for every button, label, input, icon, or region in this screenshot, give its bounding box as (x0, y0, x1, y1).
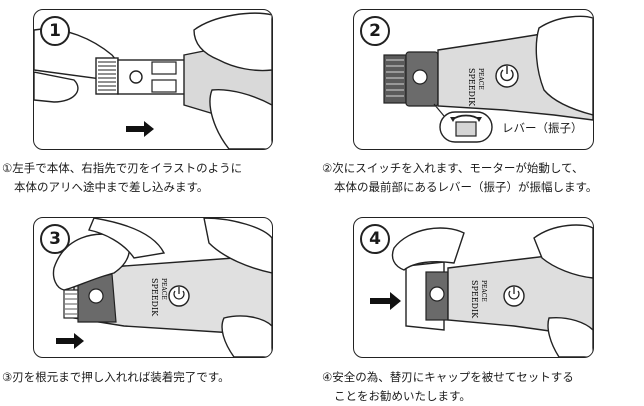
step-1-number-badge: 1 (40, 16, 70, 46)
caption-line: ①左手で本体、右指先で刃をイラストのように (2, 161, 243, 175)
step-2-number-badge: 2 (360, 16, 390, 46)
step-1-illustration-panel: 1 (33, 9, 273, 150)
step-3-illustration-panel: SPEEDIK PEACE 3 (33, 217, 273, 358)
caption-line: ④安全の為、替刃にキャップを被せてセットする (322, 370, 574, 384)
step-4-number-badge: 4 (360, 224, 390, 254)
step-4-caption: ④安全の為、替刃にキャップを被せてセットする ことをお勧めいたします。 (322, 368, 574, 406)
step-4-illustration-panel: SPEEDIK PEACE 4 (353, 217, 594, 358)
svg-text:PEACE: PEACE (160, 278, 167, 300)
step-4-illustration: SPEEDIK PEACE (370, 224, 593, 357)
step-3-illustration: SPEEDIK PEACE (52, 218, 272, 357)
caption-line: ③刃を根元まで押し入れれば装着完了です。 (2, 370, 230, 384)
step-2-caption: ②次にスイッチを入れます、モーターが始動して、 本体の最前部にあるレバー（振子）… (322, 159, 597, 197)
step-2-illustration-panel: SPEEDIK PEACE 2 レバー（振子） (353, 9, 594, 150)
step-3-number-badge: 3 (40, 224, 70, 254)
svg-text:PEACE: PEACE (480, 280, 487, 302)
svg-text:PEACE: PEACE (477, 68, 484, 90)
brand-text: SPEEDIK (467, 68, 476, 107)
caption-line: 本体の最前部にあるレバー（振子）が振幅します。 (334, 180, 598, 194)
svg-text:SPEEDIK: SPEEDIK (150, 278, 159, 317)
caption-line: ことをお勧めいたします。 (334, 389, 471, 403)
step-3-caption: ③刃を根元まで押し入れれば装着完了です。 (2, 368, 230, 387)
step-1-illustration (34, 12, 272, 149)
lever-callout-label: レバー（振子） (502, 121, 583, 135)
caption-line: ②次にスイッチを入れます、モーターが始動して、 (322, 161, 584, 175)
caption-line: 本体のアリへ途中まで差し込みます。 (14, 180, 209, 194)
step-2-illustration: SPEEDIK PEACE (383, 15, 593, 143)
step-1-caption: ①左手で本体、右指先で刃をイラストのように 本体のアリへ途中まで差し込みます。 (2, 159, 242, 197)
svg-text:SPEEDIK: SPEEDIK (470, 280, 479, 319)
